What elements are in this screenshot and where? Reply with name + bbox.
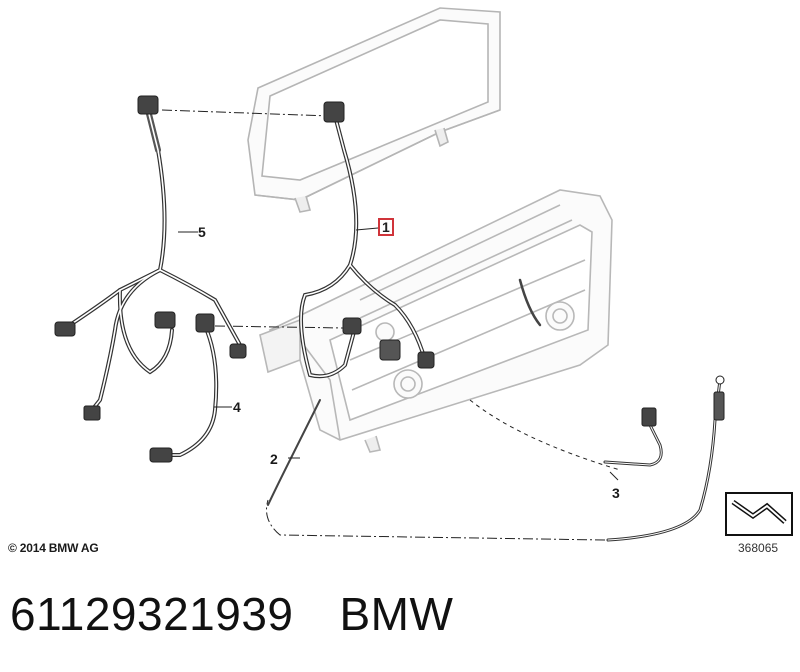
connector-3: [641, 407, 657, 427]
zigzag-symbol: [725, 492, 793, 536]
part-number: 61129321939: [10, 588, 294, 640]
figure-number: 368065: [738, 541, 779, 555]
connector-1-end: [417, 351, 435, 369]
callout-leaders: [178, 227, 619, 481]
display-screen: [247, 7, 501, 213]
brand-name: BMW: [339, 588, 454, 640]
connector-1-top: [323, 101, 345, 123]
wiring-harness-1: [299, 110, 427, 379]
callout-3: 3: [612, 485, 620, 501]
callout-4: 4: [233, 399, 241, 415]
antenna-connector: [713, 391, 725, 421]
footer: 61129321939 BMW: [10, 587, 453, 641]
connector-1-mid: [342, 317, 362, 335]
control-panel: [259, 189, 613, 453]
connector-4-bottom: [149, 447, 173, 463]
wiring-harness-4: [158, 324, 219, 457]
callout-2: 2: [270, 451, 278, 467]
wiring-harness-5-inner: [69, 109, 241, 411]
leader-lines: [161, 109, 621, 541]
connector-plugs: [54, 95, 247, 421]
parts-diagram: [54, 7, 725, 542]
callout-1: 1: [378, 218, 394, 236]
cable-3: [518, 278, 663, 467]
antenna-cable: [606, 378, 722, 542]
connector-4-top: [195, 313, 215, 333]
copyright-text: © 2014 BMW AG: [8, 541, 99, 555]
cable-2: [267, 399, 321, 506]
antenna-tip: [715, 375, 725, 385]
callout-5: 5: [198, 224, 206, 240]
connector-1-block: [379, 339, 401, 361]
